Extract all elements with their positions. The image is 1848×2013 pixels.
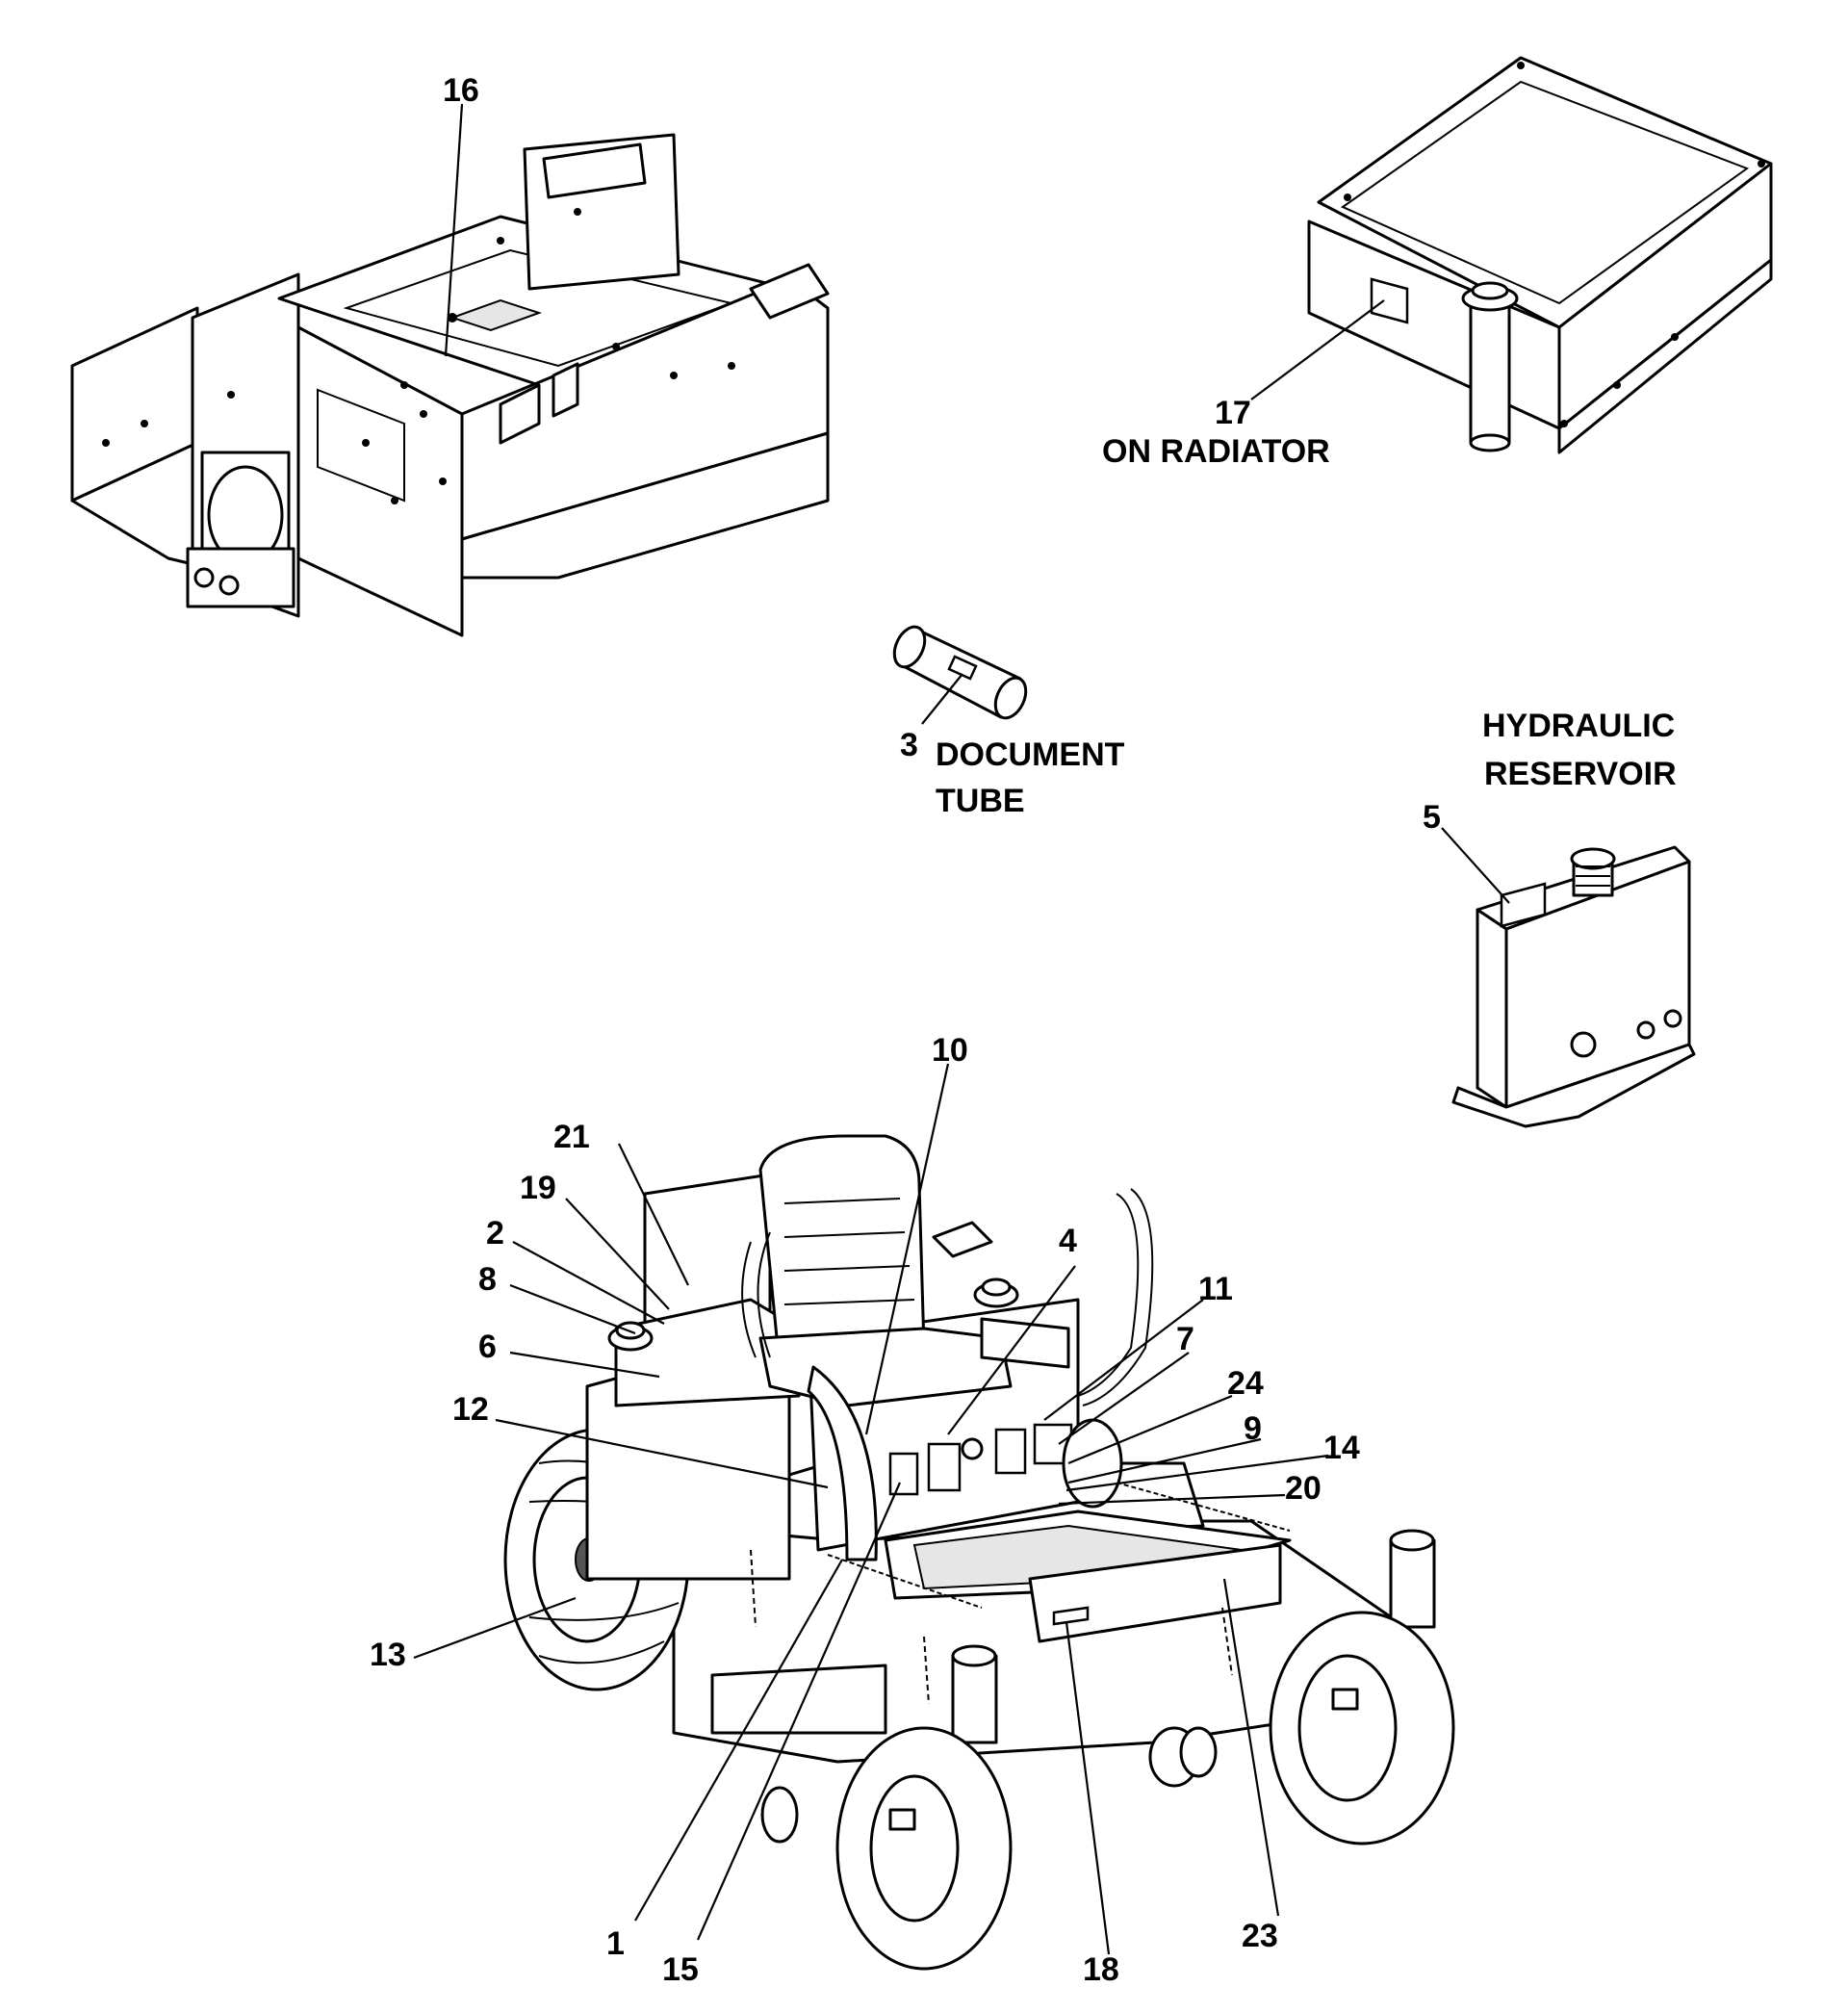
captions: ON RADIATOR DOCUMENT TUBE HYDRAULIC RESE… [936,433,1677,819]
caption-on-radiator: ON RADIATOR [1102,433,1330,470]
callout-12: 12 [452,1391,489,1428]
hydraulic-reservoir [1451,845,1696,1128]
callout-17: 17 [1215,395,1251,431]
callout-20: 20 [1285,1470,1322,1507]
leader-1 [634,1559,843,1922]
leader-13 [413,1596,577,1660]
leader-10 [864,1063,950,1435]
leader-3 [921,673,963,725]
callout-8: 8 [478,1261,497,1298]
callout-14: 14 [1323,1430,1360,1466]
leader-18 [1065,1621,1111,1955]
leader-16 [444,103,464,357]
document-tube [892,625,1028,720]
caption-document-line1: DOCUMENT [936,736,1125,773]
leader-4 [947,1265,1076,1435]
callout-21: 21 [553,1119,590,1155]
leader-20 [1058,1493,1286,1506]
callout-24: 24 [1227,1365,1264,1402]
reservoir-decal [1500,882,1547,928]
callout-5: 5 [1423,799,1441,836]
caption-hydraulic-line1: HYDRAULIC [1482,708,1675,744]
callout-9: 9 [1244,1410,1262,1447]
panel-decal-b [927,1442,962,1492]
leader-5 [1441,827,1510,904]
leader-7 [1058,1352,1190,1445]
leader-19 [565,1198,670,1310]
callout-6: 6 [478,1329,497,1365]
callout-23: 23 [1242,1918,1278,1954]
panel-decal-c [994,1428,1027,1475]
leader-15 [696,1482,902,1941]
frame-assembly [70,133,830,637]
footrest-decal [1052,1606,1090,1626]
leader-8 [509,1283,636,1335]
callout-10: 10 [932,1032,968,1069]
leader-6 [509,1351,660,1379]
radiator-decal [1370,277,1409,324]
callout-1: 1 [606,1925,625,1962]
leader-24 [1067,1394,1233,1465]
leader-lines [413,103,1510,1955]
callout-numbers: 16 17 3 5 10 21 19 2 8 6 12 13 4 11 7 24… [370,72,1441,1988]
caption-hydraulic-line2: RESERVOIR [1484,756,1677,792]
leader-2 [512,1241,665,1325]
leader-17 [1250,299,1385,400]
leader-9 [1067,1437,1262,1484]
document-tube-decal [947,655,978,681]
panel-decal-a [888,1452,919,1496]
leader-14 [1065,1454,1329,1492]
callout-11: 11 [1198,1271,1233,1307]
leader-11 [1043,1299,1204,1421]
caption-document-line2: TUBE [936,783,1025,819]
callout-4: 4 [1059,1223,1077,1259]
callout-15: 15 [662,1951,699,1988]
callout-3: 3 [900,727,918,763]
zero-turn-mower [503,1134,1455,1971]
leader-21 [618,1143,689,1286]
callout-18: 18 [1083,1951,1119,1988]
callout-7: 7 [1176,1321,1194,1357]
callout-19: 19 [520,1170,556,1206]
radiator-assembly [1307,56,1773,454]
callout-16: 16 [443,72,479,109]
callout-2: 2 [486,1215,504,1252]
leader-23 [1222,1578,1280,1917]
callout-13: 13 [370,1637,406,1673]
leader-12 [495,1418,829,1489]
